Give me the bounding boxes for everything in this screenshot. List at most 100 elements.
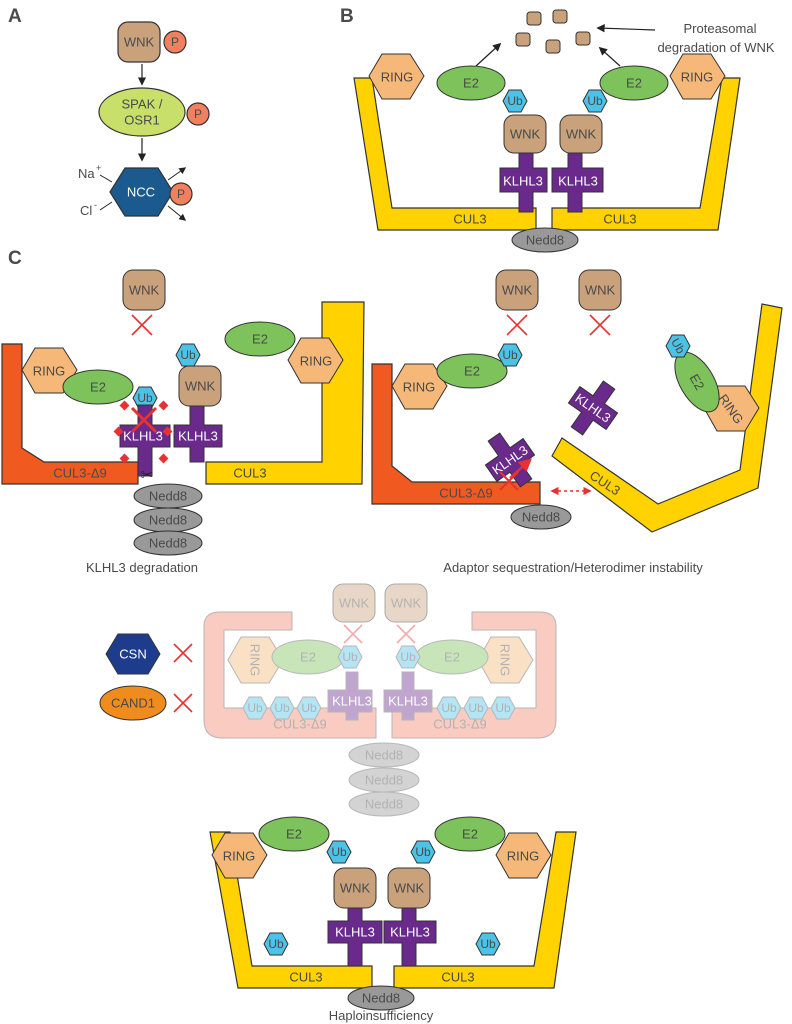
svg-text:WNK: WNK [585, 283, 616, 298]
e2-right-c1: E2 [224, 321, 296, 357]
svg-text:CUL3-Δ9: CUL3-Δ9 [273, 717, 326, 732]
svg-text:Ub: Ub [137, 391, 153, 405]
svg-text:RING: RING [381, 70, 414, 85]
nedd8-stack-c1: Nedd8 Nedd8 Nedd8 [133, 483, 203, 556]
cross-mark-c1 [131, 314, 153, 336]
svg-text:CSN: CSN [119, 647, 146, 662]
svg-text:Ub: Ub [247, 701, 263, 715]
proteasomal-text-1: Proteasomal [684, 21, 757, 36]
panel-c-degradation: C WNK CUL3-Δ9 CUL3 RING RING E2 E2 [1, 248, 365, 575]
phospho-wnk-a: P [163, 30, 187, 54]
svg-text:KLHL3: KLHL3 [388, 694, 428, 709]
svg-text:RING: RING [300, 354, 333, 369]
svg-text:Na: Na [78, 166, 95, 181]
svg-text:Ub: Ub [274, 701, 290, 715]
cul3-tilted-c2 [551, 303, 783, 533]
svg-text:E2: E2 [687, 371, 708, 392]
cross-mark-csn [173, 643, 193, 663]
wnk-free-c2b: WNK [578, 269, 622, 311]
phospho-spak: P [186, 102, 210, 126]
svg-text:Ub: Ub [507, 94, 523, 108]
wnk-free-c1: WNK [122, 269, 166, 311]
svg-text:P: P [171, 35, 179, 49]
svg-text:P: P [194, 107, 202, 121]
svg-text:E2: E2 [444, 650, 460, 665]
ring-left-c1: RING [21, 347, 78, 394]
svg-text:Ub: Ub [441, 701, 457, 715]
na-out-arrow [167, 167, 187, 181]
klhl3-left-b [499, 147, 548, 213]
wnk-faded-left: WNK [332, 583, 376, 623]
nedd8-b: Nedd8 [511, 227, 579, 253]
svg-text:E2: E2 [462, 827, 478, 842]
klhl3-free-c2: KLHL3 [567, 380, 619, 436]
svg-text:RING: RING [248, 644, 263, 677]
cross-marks-faded [343, 624, 416, 644]
arrow-to-proteasome-left [475, 42, 502, 67]
ub-faded-cluster [242, 645, 516, 720]
ub-right-c1: Ub [175, 343, 201, 367]
svg-text:Ub: Ub [268, 937, 284, 951]
svg-text:Cl: Cl [80, 203, 92, 218]
cul3-left-b-label: CUL3 [453, 212, 486, 227]
ub-c2-right: Ub [665, 334, 691, 358]
svg-text:RING: RING [223, 849, 256, 864]
caption-klhl3-degradation: KLHL3 degradation [86, 560, 198, 575]
cl-line [99, 201, 113, 211]
cul3-d9-c2 [371, 363, 541, 505]
svg-text:SPAK /: SPAK / [122, 97, 163, 112]
svg-text:Ub: Ub [342, 650, 358, 664]
wnk-node-a: WNK [117, 21, 161, 63]
ub-left-b: Ub [502, 89, 528, 113]
ub-right-b: Ub [582, 89, 608, 113]
cul3-d9-faded-left [203, 611, 377, 739]
ring-left-b: RING [368, 53, 425, 100]
cross-marks-c2 [506, 314, 611, 336]
wnk-free-c2a: WNK [495, 269, 539, 311]
cross-mark-klhl3 [130, 406, 158, 434]
cross-mark-sequestration [499, 458, 532, 491]
svg-text:WNK: WNK [124, 35, 155, 50]
e2-right-b: E2 [599, 65, 669, 101]
svg-text:Ub: Ub [400, 650, 416, 664]
scissors-icon: ✂ [141, 467, 154, 484]
svg-text:P: P [177, 187, 185, 201]
svg-text:CAND1: CAND1 [111, 696, 155, 711]
panel-c-letter: C [8, 248, 22, 269]
svg-text:Nedd8: Nedd8 [522, 510, 560, 525]
ncc-node: NCC [109, 167, 174, 217]
ring-faded-right: RING [477, 636, 534, 684]
svg-text:WNK: WNK [185, 379, 216, 394]
nedd8-c4: Nedd8 [347, 985, 415, 1011]
panel-b-letter: B [340, 6, 354, 27]
arrow-to-proteasome-right [598, 46, 621, 67]
svg-text:Nedd8: Nedd8 [365, 748, 403, 763]
cul3-d9-left-c1 [1, 343, 139, 485]
svg-text:E2: E2 [464, 364, 480, 379]
cul3-right-b-label: CUL3 [603, 212, 636, 227]
ring-right-b: RING [669, 53, 726, 100]
svg-text:Ub: Ub [180, 348, 196, 362]
svg-text:KLHL3: KLHL3 [332, 694, 372, 709]
svg-text:CUL3-Δ9: CUL3-Δ9 [439, 486, 492, 501]
cand1-node: CAND1 [99, 685, 167, 721]
cl-out-arrow [167, 205, 187, 221]
svg-text:WNK: WNK [129, 283, 160, 298]
e2-left-b: E2 [436, 65, 506, 101]
panel-b: B Proteasomal degradation of WNK CUL3 CU… [340, 6, 775, 253]
svg-text:CUL3-Δ9: CUL3-Δ9 [53, 466, 106, 481]
svg-text:NCC: NCC [127, 185, 155, 200]
svg-text:Nedd8: Nedd8 [149, 513, 187, 528]
svg-text:-: - [94, 200, 97, 210]
svg-text:CUL3: CUL3 [289, 970, 322, 985]
svg-text:WNK: WNK [566, 127, 597, 142]
e2-c2-left: E2 [436, 353, 508, 389]
svg-text:WNK: WNK [391, 596, 422, 611]
panel-c-sequestration: WNK WNK CUL3-Δ9 RING E2 Ub KLHL3 [371, 269, 783, 575]
svg-text:WNK: WNK [339, 596, 370, 611]
e2-right-c4: E2 [434, 816, 506, 852]
e2-c2-right: E2 [674, 351, 720, 413]
e2-faded-right: E2 [415, 639, 489, 675]
svg-text:RING: RING [507, 849, 540, 864]
